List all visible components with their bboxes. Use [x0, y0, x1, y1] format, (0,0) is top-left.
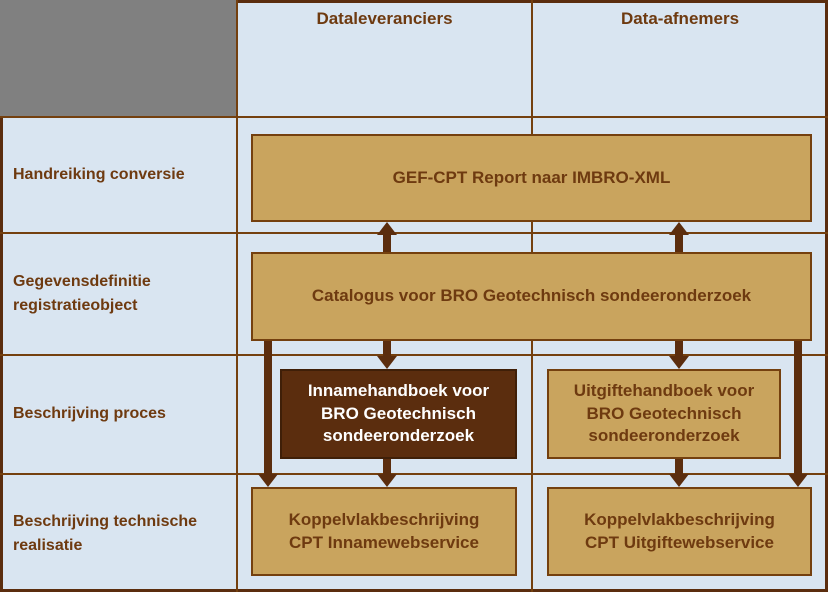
grid-hline-3: [0, 354, 828, 356]
grid-vline-1: [236, 0, 238, 592]
arrow-shaft: [383, 341, 391, 356]
grid-hline-4: [0, 473, 828, 475]
arrow-innamehandboek-to-koppelvlak: [377, 459, 397, 487]
corner-cell: [0, 0, 237, 117]
arrowhead-down-icon: [258, 474, 278, 487]
row-label-beschrijving-technische-realisatie: Beschrijving technische realisatie: [13, 513, 198, 554]
box-koppelvlak-uitgiftewebservice: Koppelvlakbeschrijving CPT Uitgiftewebse…: [547, 487, 812, 576]
arrowhead-down-icon: [669, 474, 689, 487]
box-koppelvlak-innamewebservice: Koppelvlakbeschrijving CPT Innamewebserv…: [251, 487, 517, 576]
box-uitgiftehandboek: Uitgiftehandboek voor BRO Geotechnisch s…: [547, 369, 781, 459]
box-catalogus: Catalogus voor BRO Geotechnisch sondeero…: [251, 252, 812, 341]
box-gef-cpt-report: GEF-CPT Report naar IMBRO-XML: [251, 134, 812, 222]
grid-hline-2: [0, 232, 828, 234]
arrow-catalogus-to-koppelvlak-uitgifte: [788, 341, 808, 487]
arrow-shaft: [675, 459, 683, 474]
column-header-data-afnemers: Data-afnemers: [620, 9, 740, 28]
box-innamehandboek: Innamehandboek voor BRO Geotechnisch son…: [280, 369, 517, 459]
arrowhead-up-icon: [377, 222, 397, 235]
arrow-catalogus-to-innamehandboek: [377, 341, 397, 369]
arrow-shaft: [675, 235, 683, 252]
arrowhead-up-icon: [669, 222, 689, 235]
row-label-beschrijving-proces: Beschrijving proces: [13, 405, 166, 423]
arrow-uitgiftehandboek-to-koppelvlak: [669, 459, 689, 487]
arrow-shaft: [264, 341, 272, 474]
arrow-catalogus-to-uitgiftehandboek: [669, 341, 689, 369]
arrow-shaft: [675, 341, 683, 356]
grid-hline-1: [0, 116, 828, 118]
arrow-shaft: [383, 459, 391, 474]
arrowhead-down-icon: [788, 474, 808, 487]
row-label-gegevensdefinitie-registratieobject: Gegevensdefinitie registratieobject: [13, 273, 151, 314]
arrowhead-down-icon: [669, 356, 689, 369]
arrow-catalogus-to-gef-left: [377, 222, 397, 252]
arrow-catalogus-to-gef-right: [669, 222, 689, 252]
arrowhead-down-icon: [377, 356, 397, 369]
column-header-dataleveranciers: Dataleveranciers: [316, 9, 453, 28]
arrow-shaft: [794, 341, 802, 474]
row-label-handreiking-conversie: Handreiking conversie: [13, 165, 185, 183]
arrow-catalogus-to-koppelvlak-inname: [258, 341, 278, 487]
arrow-shaft: [383, 235, 391, 252]
arrowhead-down-icon: [377, 474, 397, 487]
